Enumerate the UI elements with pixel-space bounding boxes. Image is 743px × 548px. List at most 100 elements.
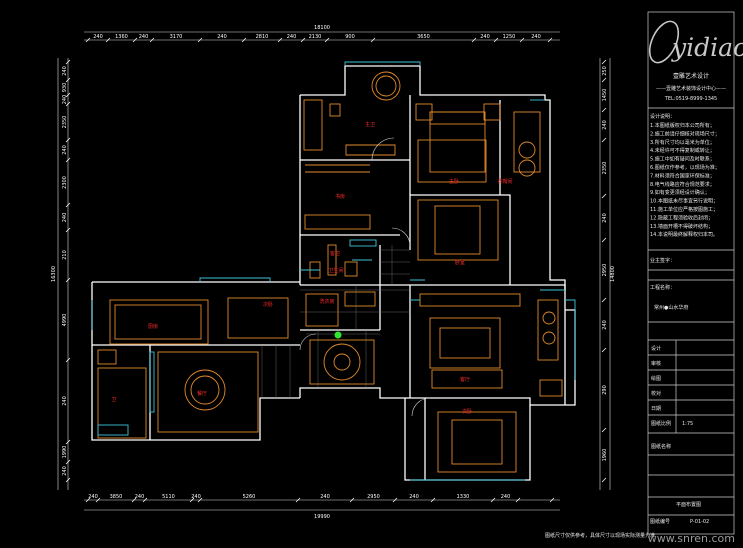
design-note-line: 5.施工中如有疑问及时联系； xyxy=(650,156,715,163)
sheet-number-label: 图纸编号 xyxy=(650,518,670,525)
right-dimension-label: 290 xyxy=(602,385,608,395)
design-note-line: 8.电气线路应符合规范要求； xyxy=(650,181,715,188)
bottom-dimension-label: 240 xyxy=(320,494,330,500)
design-note-line: 14.本说明最终解释权归本司。 xyxy=(650,231,718,238)
room-label: 洗衣房 xyxy=(319,298,334,305)
design-note-line: 11.施工单位应严格按图施工； xyxy=(650,206,718,213)
top-dimension-label: 240 xyxy=(139,34,149,40)
floor-tiling xyxy=(261,245,410,398)
left-dimension-label: 2300 xyxy=(62,176,68,189)
design-note-line: 13.墙面开槽不得破坏结构； xyxy=(650,223,713,230)
right-dimension-label: 1450 xyxy=(602,89,608,102)
bottom-total-dimension: 19990 xyxy=(314,514,330,520)
top-dimension-label: 3650 xyxy=(417,34,430,40)
company-subtitle: ——壹雕艺术装饰设计中心—— xyxy=(656,85,726,92)
room-label: 主卫 xyxy=(365,121,375,128)
top-dimension-label: 240 xyxy=(531,34,541,40)
walls xyxy=(91,65,576,481)
room-label: 客卫 xyxy=(330,250,340,257)
client-label: 业主签字： xyxy=(650,257,675,264)
right-dimension-label: 240 xyxy=(602,213,608,223)
bottom-dimension-label: 1330 xyxy=(457,494,470,500)
bottom-dimension-label: 240 xyxy=(135,494,145,500)
notes-heading: 设计说明： xyxy=(650,113,675,120)
left-dimension-label: 240 xyxy=(62,66,68,76)
top-dimension-label: 240 xyxy=(217,34,227,40)
room-label: 卫生间 xyxy=(328,267,343,274)
door-swings xyxy=(299,137,431,417)
room-label: 卧室 xyxy=(455,259,465,266)
sheet-number: P-01-02 xyxy=(690,519,709,525)
left-dimension-label: 240 xyxy=(62,95,68,105)
title-block xyxy=(647,11,735,535)
watermark: www.snren.com xyxy=(648,532,735,545)
top-total-dimension: 18100 xyxy=(314,25,330,31)
top-dimension-label: 2130 xyxy=(309,34,322,40)
bottom-dimension-label: 240 xyxy=(409,494,419,500)
top-dimension-label: 3170 xyxy=(170,34,183,40)
room-label: 次卧 xyxy=(263,301,273,308)
bottom-dimension-label: 5260 xyxy=(243,494,256,500)
design-note-line: 7.材料须符合国家环保标准； xyxy=(650,172,715,179)
bottom-dimension-label: 3850 xyxy=(110,494,123,500)
room-label: 主卧 xyxy=(449,178,459,185)
project-name: 常州●山水华府 xyxy=(654,304,688,311)
right-dimension-label: 2950 xyxy=(602,264,608,277)
title-row-label: 图纸比例 xyxy=(651,420,671,427)
doors-windows xyxy=(91,61,576,481)
top-dimension-label: 2810 xyxy=(256,34,269,40)
room-label: 餐厅 xyxy=(197,390,207,397)
title-row-label: 绘图 xyxy=(651,375,661,382)
green-marker xyxy=(334,331,342,339)
title-row-label: 校对 xyxy=(651,390,661,397)
footer-note: 图纸尺寸仅供参考，具体尺寸以现场实际测量为准 xyxy=(545,532,655,539)
title-row-label: 设计 xyxy=(651,345,661,352)
room-label: 卫 xyxy=(111,397,116,403)
design-note-line: 4.未经许可不得复制或转让； xyxy=(650,147,715,154)
bottom-dimension-label: 5110 xyxy=(162,494,175,500)
design-note-line: 10.本图纸未尽事宜另行说明； xyxy=(650,198,718,205)
design-note-line: 2.施工前请仔细核对现场尺寸； xyxy=(650,130,720,137)
left-dimension-label: 4990 xyxy=(62,314,68,327)
right-dimension-label: 240 xyxy=(602,120,608,130)
room-label: 厨房 xyxy=(148,323,158,330)
bottom-dimension-label: 240 xyxy=(501,494,511,500)
top-dimension-label: 240 xyxy=(480,34,490,40)
title-row-label: 日期 xyxy=(651,406,661,412)
left-total-dimension: 16300 xyxy=(51,266,57,282)
bottom-dimension-label: 240 xyxy=(191,494,201,500)
title-row-value: 1:75 xyxy=(682,421,693,427)
project-label: 工程名称： xyxy=(650,284,675,291)
furniture xyxy=(97,71,563,473)
left-dimension-label: 1990 xyxy=(62,446,68,459)
design-note-line: 1.本图纸版权归本公司所有； xyxy=(650,122,715,129)
top-dimension-label: 900 xyxy=(345,34,355,40)
room-label: 衣帽间 xyxy=(497,178,512,185)
design-note-line: 9.如有变更须经设计确认； xyxy=(650,189,710,196)
design-notes: 1.本图纸版权归本公司所有；2.施工前请仔细核对现场尺寸；3.所有尺寸均以毫米为… xyxy=(650,122,720,238)
bottom-dimension-labels: 240 3850 240 5110 240 5260 240 2950 240 1330 240 xyxy=(88,494,510,500)
title-row-label: 图纸名称 xyxy=(651,443,671,450)
left-dimension-label: 930 xyxy=(62,83,68,93)
bottom-dimension-label: 2950 xyxy=(367,494,380,500)
right-dimension-label: 1960 xyxy=(602,449,608,462)
dimension-lines xyxy=(57,31,611,511)
left-dimension-label: 240 xyxy=(62,145,68,155)
room-label: 书房 xyxy=(335,193,345,200)
room-label: 客厅 xyxy=(460,376,470,383)
left-dimension-label: 240 xyxy=(62,466,68,476)
right-dimension-label: 2350 xyxy=(602,162,608,175)
company-name: 壹雕艺术设计 xyxy=(673,72,709,80)
room-label: 次卧 xyxy=(462,408,472,415)
top-dimension-label: 240 xyxy=(93,34,103,40)
left-dimension-label: 240 xyxy=(62,213,68,223)
bottom-dimension-label: 240 xyxy=(88,494,98,500)
logo-swoosh xyxy=(648,20,680,64)
design-note-line: 12.隐蔽工程须验收后封闭； xyxy=(650,214,713,221)
